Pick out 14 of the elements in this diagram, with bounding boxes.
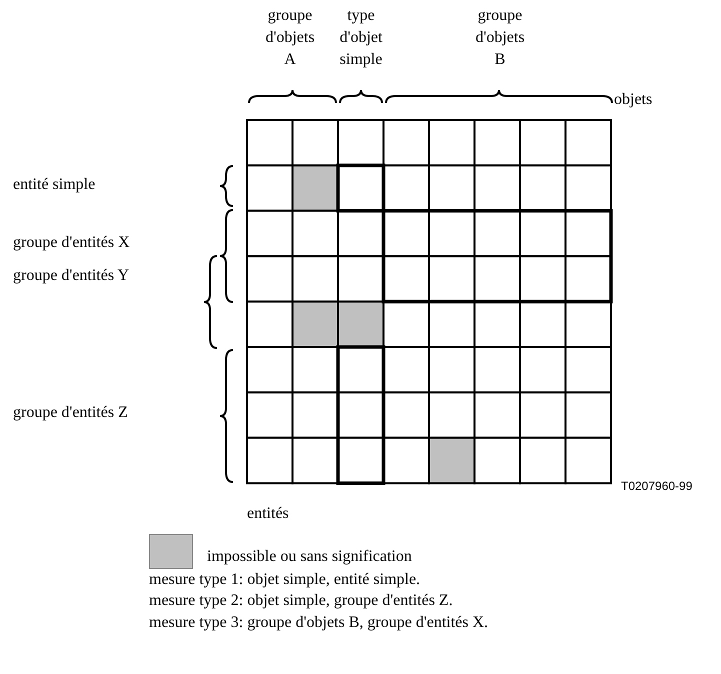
note: mesure type 3: groupe d'objets B, groupe d'entités X. [149,613,488,633]
note: mesure type 1: objet simple, entité simple. [149,570,420,590]
axis-label: objets [614,90,652,110]
legend-label: impossible ou sans signification [207,547,412,567]
row-label: entité simple [13,175,96,195]
column-header: groupe d'objets B [474,6,526,70]
figure-id: T0207960-99 [621,478,692,495]
note: mesure type 2: objet simple, groupe d'entités Z. [149,591,453,611]
column-header: type d'objet simple [338,6,384,70]
row-label: groupe d'entités Z [13,403,128,423]
column-header: groupe d'objets A [264,6,316,70]
row-label: groupe d'entités Y [13,266,130,286]
row-label: groupe d'entités X [13,233,130,253]
axis-label: entités [247,504,289,524]
